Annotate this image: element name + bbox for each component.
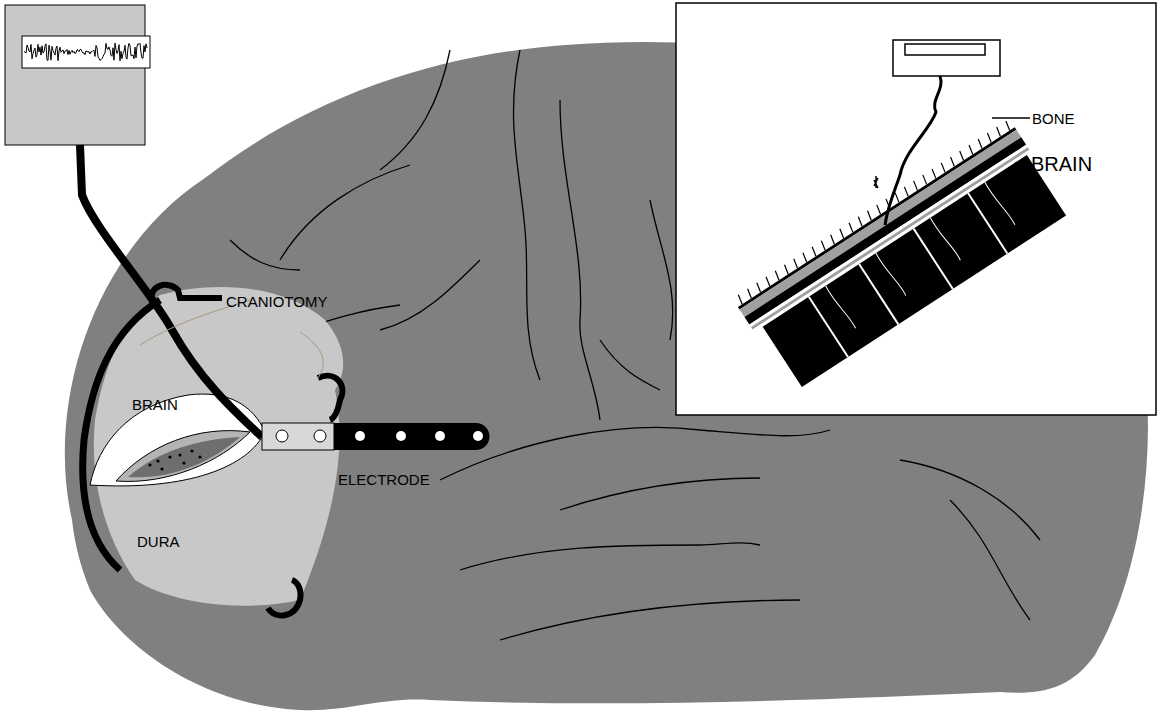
inset-monitor [893,40,1000,76]
bone-flap-hook [318,376,342,420]
electrode-contact [435,431,445,441]
part-label: ELECTRODE [338,470,430,489]
leader-line [992,117,1030,119]
inset-contact [874,176,878,188]
electrode-contact [314,430,326,442]
waveform [24,43,147,61]
electrode-contact [473,431,483,441]
inset-monitor-screen [905,44,985,55]
part-label: BRAIN [1031,152,1092,176]
part-label: BONE [1032,109,1075,128]
exposed-brain: BRAIN [88,385,268,497]
part-label: CRANIOTOMY [226,292,327,311]
dura-region: DURA BRAIN [85,280,350,610]
electrode-strip [262,423,334,450]
inset-wire [885,76,941,225]
region-label: DURA [137,533,180,551]
leader-line [1015,162,1030,164]
inset-layers [732,119,1070,393]
electrode-contact [276,430,288,442]
inset-frame [676,3,1156,415]
electrode-strip [334,423,489,450]
recording-wire [80,145,262,437]
ground-wire [83,300,160,570]
bone-flap-hook [151,285,222,302]
bone-flap-hook [268,580,301,616]
region-label: BRAIN [132,396,178,414]
region-outline [88,385,268,497]
monitor-box [5,5,145,145]
electrode-contact [355,431,365,441]
electrode-contact [396,431,406,441]
vessel [300,332,323,378]
monitor-screen [22,36,150,68]
